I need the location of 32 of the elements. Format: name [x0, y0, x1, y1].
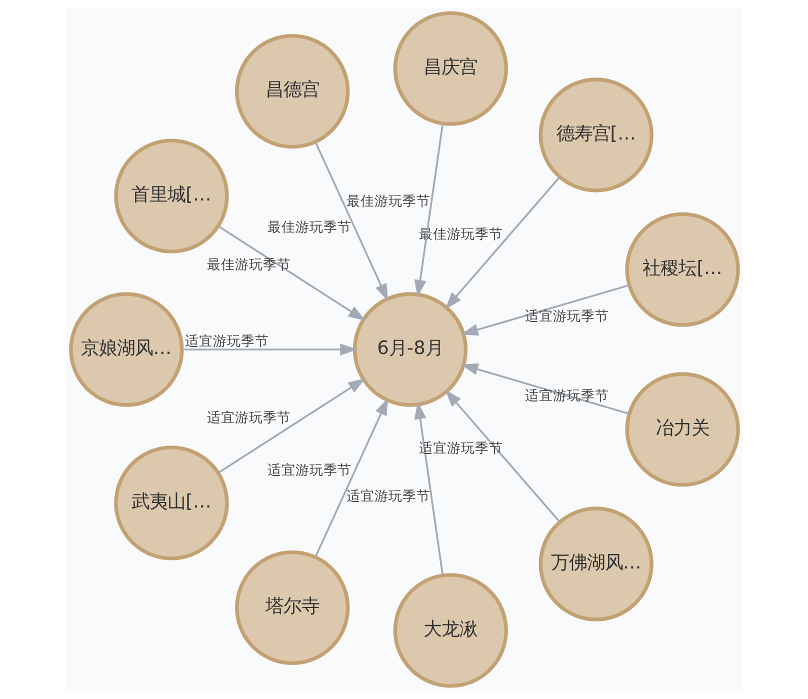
arrow: [414, 402, 444, 576]
node-circle: 万佛湖风…: [538, 506, 653, 622]
arrow: [314, 398, 388, 558]
arrow: [460, 284, 629, 336]
edge-label: 适宜游玩季节: [184, 334, 268, 350]
node-circle: 塔尔寺: [234, 550, 350, 666]
edge-label: 适宜游玩季节: [206, 410, 291, 426]
arrow: [218, 226, 366, 321]
arrow: [460, 363, 629, 415]
node-circle: 京娘湖风…: [68, 292, 184, 407]
edge-label: 适宜游玩季节: [267, 462, 352, 478]
node-circle: 昌庆宫: [392, 11, 508, 126]
arrow: [414, 124, 444, 298]
edge-label: 最佳游玩季节: [346, 194, 430, 210]
node-circle: 社稷坛[…: [624, 212, 740, 327]
node-circle: 大龙湫: [392, 573, 508, 688]
edge-label: 适宜游玩季节: [418, 440, 503, 457]
edge-label: 最佳游玩季节: [267, 220, 352, 236]
arrow: [182, 343, 357, 356]
node-circle: 德寿宫[…: [538, 78, 653, 192]
node-circle: 冶力关: [624, 372, 740, 487]
edge-label: 适宜游玩季节: [524, 388, 609, 404]
edge-label: 最佳游玩季节: [206, 256, 291, 273]
node-circle: 首里城[…: [114, 138, 228, 254]
node-circle: 昌德宫: [234, 34, 350, 149]
arrow: [218, 378, 366, 474]
node-circle: 武夷山[…: [114, 446, 228, 560]
edge-label: 适宜游玩季节: [524, 308, 609, 324]
edge-label: 适宜游玩季节: [346, 488, 430, 504]
arrow: [444, 390, 560, 522]
arrow: [314, 142, 388, 302]
arrow: [444, 176, 560, 310]
